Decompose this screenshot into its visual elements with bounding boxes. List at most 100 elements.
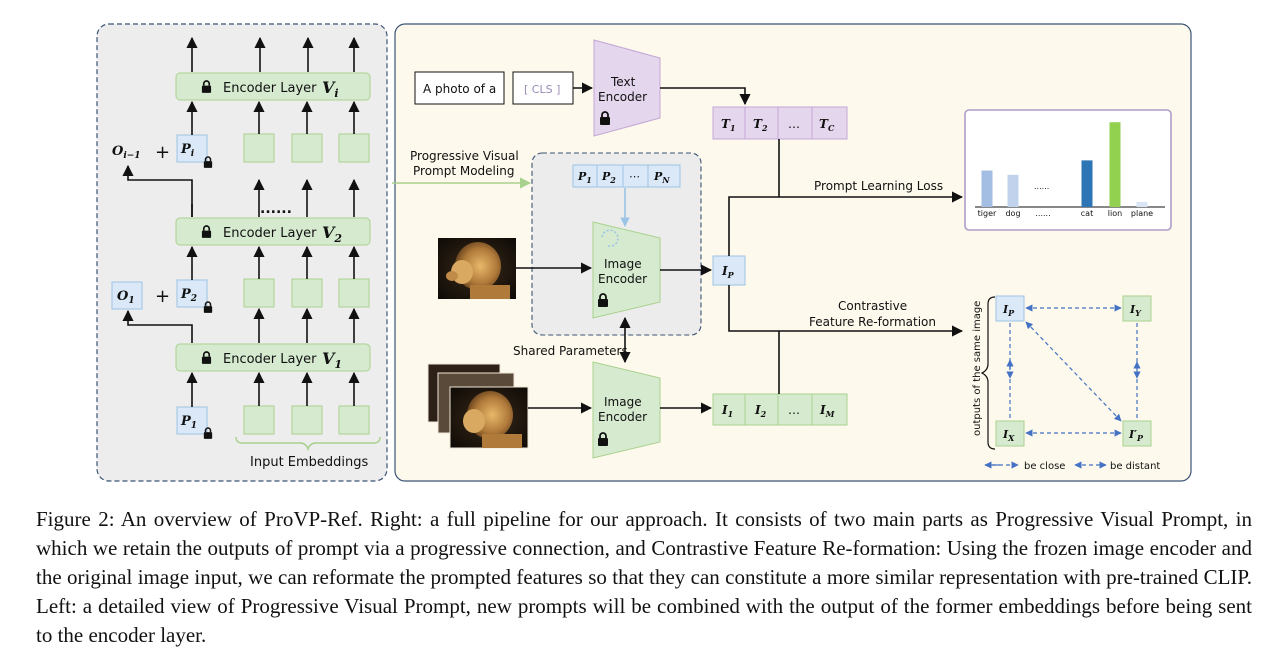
- embedding-token: [338, 405, 370, 435]
- output-o1-box: [111, 281, 143, 310]
- prompt-tokens: P1 P2 ⋯ PN: [572, 164, 681, 188]
- svg-text:⋯: ⋯: [629, 170, 640, 183]
- text-prompt-box: [414, 71, 505, 105]
- embedding-token: [291, 405, 323, 435]
- shared-parameters-label: Shared Parameters: [513, 344, 628, 358]
- legend-close: be close: [1024, 461, 1065, 472]
- cfr-legend: be close be distant: [984, 461, 1160, 472]
- svg-text:T1: T1: [721, 117, 736, 133]
- encoder-layer-v1: Encoder Layer V1: [175, 343, 371, 372]
- embedding-token: [243, 133, 275, 163]
- bar-cat: [1081, 160, 1093, 207]
- layers-ellipsis: ......: [260, 201, 292, 217]
- svg-text:IP: IP: [1002, 303, 1015, 318]
- arrow-to-text-tokens: [660, 87, 751, 106]
- tick-label: plane: [1131, 209, 1153, 218]
- svg-text:IP: IP: [721, 264, 735, 280]
- embedding-token: [338, 278, 370, 308]
- svg-text:IM: IM: [819, 403, 836, 419]
- pvpm-label-2: Prompt Modeling: [413, 164, 514, 178]
- plus-sign: +: [155, 286, 170, 307]
- svg-text:…: …: [788, 117, 800, 131]
- tick-label: cat: [1081, 209, 1093, 218]
- image-encoder-frozen: [592, 361, 661, 459]
- layer-var: V1: [322, 349, 342, 371]
- progressive-connection-bottom: [122, 307, 360, 343]
- image-encoder-label-2: Encoder: [598, 272, 647, 286]
- image-encoder-label-1: Image: [604, 257, 642, 271]
- encoder-layer-vi: Encoder Layer Vi: [175, 72, 371, 101]
- bar-plane: [1136, 201, 1148, 207]
- cfr-label-1: Contrastive: [838, 299, 907, 313]
- prompt-learning-loss-label: Prompt Learning Loss: [814, 179, 943, 193]
- output-o1: O1: [117, 289, 135, 306]
- cfr-region: outputs of the same image IP IY IX I′P b…: [972, 295, 1160, 472]
- embedding-token: [243, 405, 275, 435]
- image-encoder-label-2: Encoder: [598, 410, 647, 424]
- image-tokens: I1 I2 … IM: [712, 393, 848, 426]
- image-encoder-label-1: Image: [604, 395, 642, 409]
- cfr-ip: [995, 295, 1025, 322]
- svg-text:P2: P2: [601, 170, 616, 185]
- svg-text:IX: IX: [1002, 428, 1015, 443]
- input-brace: [235, 436, 381, 452]
- bar-lion: [1109, 122, 1121, 207]
- plus-sign: +: [155, 142, 170, 163]
- cfr-ix: [995, 420, 1025, 447]
- svg-text:PN: PN: [653, 170, 670, 185]
- cfr-ip-prime: [1122, 420, 1152, 447]
- text-encoder: [593, 39, 661, 137]
- loss-connectors: [728, 139, 964, 394]
- tick-label: lion: [1108, 209, 1122, 218]
- close-link-diagonal: [1025, 321, 1122, 422]
- cfr-iy: [1122, 295, 1152, 322]
- svg-text:I′P: I′P: [1128, 428, 1144, 443]
- augmented-lion-images: [427, 363, 529, 449]
- top-output-arrows: [186, 36, 360, 72]
- svg-text:T2: T2: [753, 117, 768, 133]
- svg-text:I2: I2: [754, 403, 767, 419]
- svg-text:Pi: Pi: [180, 142, 195, 159]
- text-encoder-label-2: Encoder: [598, 90, 647, 104]
- cfr-brace: [980, 296, 996, 450]
- legend-distant: be distant: [1110, 461, 1160, 472]
- svg-text:I1: I1: [721, 403, 733, 419]
- embedding-token: [243, 278, 275, 308]
- row-i: Pi + Oi−1: [112, 100, 370, 168]
- figure-diagram: Encoder Layer Vi Pi + Oi−1 ...... Encode…: [96, 23, 1192, 482]
- tick-label: tiger: [978, 209, 997, 218]
- prompt-pi: [176, 134, 208, 163]
- side-label: outputs of the same image: [972, 301, 983, 436]
- progressive-connection-top: [122, 164, 360, 217]
- diagram-canvas: Encoder Layer Vi Pi + Oi−1 ...... Encode…: [96, 23, 1192, 482]
- prompt-p1: [176, 406, 208, 435]
- layer-var: V2: [322, 223, 342, 245]
- bar-tiger: [981, 170, 993, 207]
- svg-text:P2: P2: [180, 287, 197, 304]
- layer-label: Encoder Layer: [223, 226, 317, 241]
- tick-label: dog: [1005, 209, 1020, 218]
- refresh-icon: [601, 229, 619, 248]
- svg-text:TC: TC: [819, 117, 835, 133]
- embedding-token: [338, 133, 370, 163]
- row-1-input: P1 Input Embeddings: [176, 371, 381, 470]
- svg-text:P1: P1: [180, 414, 197, 431]
- lion-image: [438, 238, 516, 299]
- cls-token: [ CLS ]: [524, 83, 560, 96]
- svg-text:…: …: [788, 403, 800, 417]
- layer-label: Encoder Layer: [223, 352, 317, 367]
- svg-text:P1: P1: [577, 170, 592, 185]
- text-prompt: A photo of a: [423, 82, 496, 96]
- text-encoder-label-1: Text: [610, 75, 636, 89]
- pvpm-label-1: Progressive Visual: [410, 149, 519, 163]
- output-oi-1: Oi−1: [112, 144, 141, 161]
- input-embeddings-label: Input Embeddings: [250, 455, 369, 470]
- svg-text:IY: IY: [1129, 303, 1142, 318]
- bar-ellipsis: ......: [1034, 182, 1049, 191]
- layer-label: Encoder Layer: [223, 81, 317, 96]
- layer-var: Vi: [322, 78, 339, 100]
- text-tokens: T1 T2 … TC: [712, 106, 848, 140]
- embedding-token: [291, 133, 323, 163]
- cfr-label-2: Feature Re-formation: [809, 315, 936, 329]
